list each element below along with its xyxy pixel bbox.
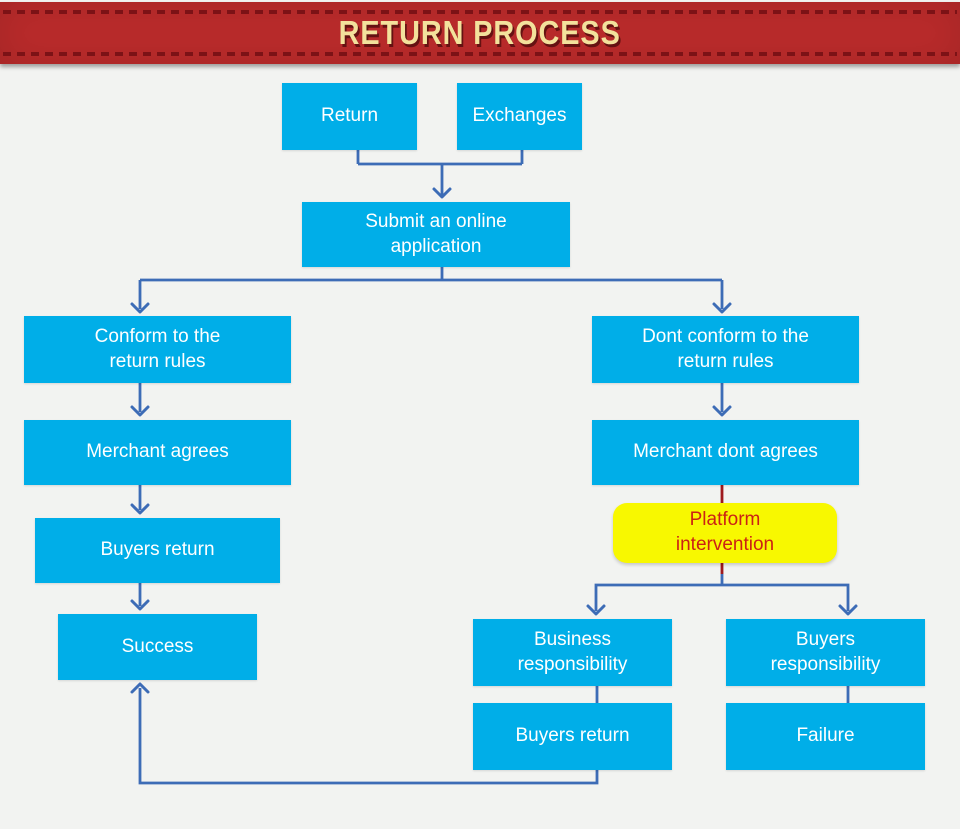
node-dont-conform-return-rules: Dont conform to the return rules <box>592 316 859 383</box>
node-success: Success <box>58 614 257 680</box>
node-failure: Failure <box>726 703 925 770</box>
node-return: Return <box>282 83 417 150</box>
arrowhead-into-success-bottom <box>130 682 150 694</box>
arrowhead-into-merchant-dont-agrees <box>712 405 732 417</box>
arrowhead-into-conform <box>130 302 150 314</box>
node-conform-return-rules: Conform to the return rules <box>24 316 291 383</box>
arrowhead-into-dont-conform <box>712 302 732 314</box>
node-submit-application: Submit an online application <box>302 202 570 267</box>
arrowhead-into-submit <box>432 187 452 199</box>
edge-platform-split <box>594 574 850 611</box>
arrowhead-into-buyers-return-left <box>130 503 150 515</box>
node-exchanges: Exchanges <box>457 83 582 150</box>
edge-buyers-return-loop-to-success <box>138 688 599 785</box>
edge-submit-branch-split <box>138 267 724 309</box>
banner-dashed-line-top <box>3 10 957 14</box>
arrowhead-into-buyers-resp <box>838 604 858 616</box>
node-merchant-agrees: Merchant agrees <box>24 420 291 485</box>
arrowhead-into-business-resp <box>586 604 606 616</box>
node-buyers-responsibility: Buyers responsibility <box>726 619 925 686</box>
edge-return-exchanges-merge <box>356 150 524 195</box>
node-platform-intervention: Platform intervention <box>613 503 837 563</box>
node-business-responsibility: Business responsibility <box>473 619 672 686</box>
node-buyers-return: Buyers return <box>35 518 280 583</box>
page-title: RETURN PROCESS <box>338 13 622 52</box>
header-banner: RETURN PROCESS <box>0 2 960 64</box>
arrowhead-into-success-top <box>130 599 150 611</box>
node-merchant-dont-agrees: Merchant dont agrees <box>592 420 859 485</box>
arrowhead-into-merchant-agrees <box>130 405 150 417</box>
node-buyers-return-bottom: Buyers return <box>473 703 672 770</box>
banner-dashed-line-bottom <box>3 52 957 56</box>
